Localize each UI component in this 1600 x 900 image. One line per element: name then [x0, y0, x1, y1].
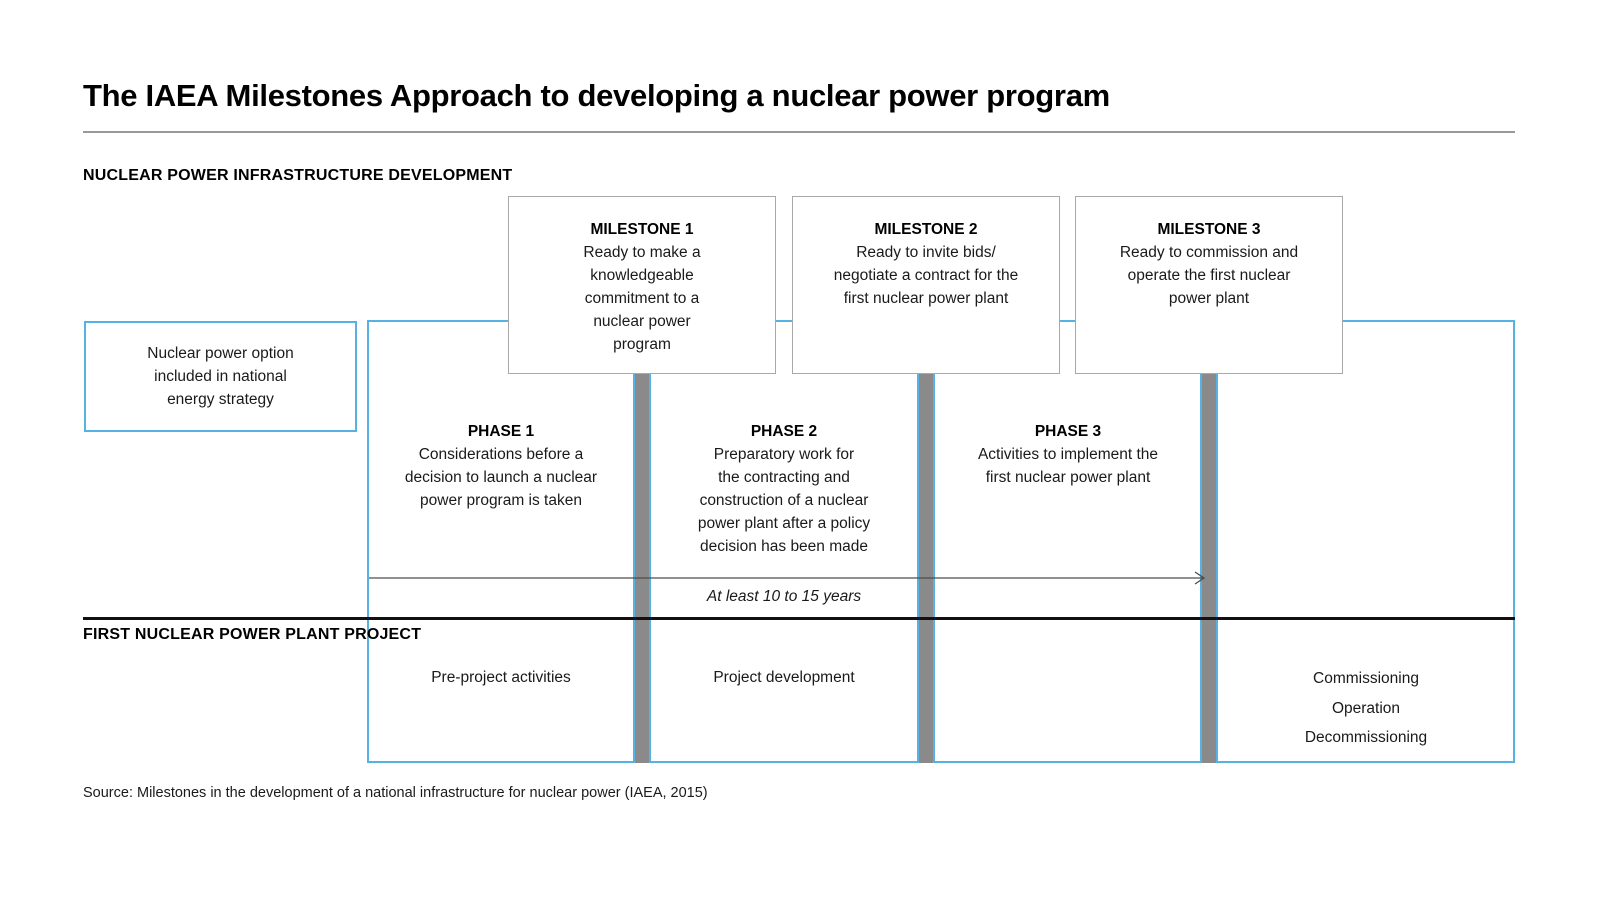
milestone-2-box: MILESTONE 2 Ready to invite bids/ negoti… [792, 196, 1060, 374]
milestone-3-connector-bar [1200, 374, 1218, 763]
phase-2-title: PHASE 2 [750, 423, 818, 440]
timeline-duration-label: At least 10 to 15 years [706, 588, 862, 605]
section-divider-line [83, 617, 1515, 620]
milestone-2-description: Ready to invite bids/ negotiate a contra… [833, 244, 1019, 307]
source-note: Source: Milestones in the development of… [83, 785, 708, 801]
phase-1-description: Considerations before a decision to laun… [404, 446, 598, 509]
milestone-1-title: MILESTONE 1 [590, 221, 694, 238]
project-section-label: FIRST NUCLEAR POWER PLANT PROJECT [83, 626, 422, 643]
milestone-2-connector-bar [917, 374, 935, 763]
milestone-3-title: MILESTONE 3 [1157, 221, 1261, 238]
phase-3-description: Activities to implement the first nuclea… [977, 446, 1159, 486]
phase-2-block: PHASE 2 Preparatory work for the contrac… [643, 420, 925, 558]
page-title: The IAEA Milestones Approach to developi… [83, 78, 1110, 113]
phase-3-title: PHASE 3 [1034, 423, 1102, 440]
milestone-3-box: MILESTONE 3 Ready to commission and oper… [1075, 196, 1343, 374]
milestone-1-box: MILESTONE 1 Ready to make a knowledgeabl… [508, 196, 776, 374]
milestone-1-connector-bar [633, 374, 651, 763]
phase-3-block: PHASE 3 Activities to implement the firs… [927, 420, 1209, 489]
commissioning-operation-decommissioning-labels: Commissioning Operation Decommissioning [1304, 670, 1428, 746]
phase-1-block: PHASE 1 Considerations before a decision… [360, 420, 642, 512]
phase-2-description: Preparatory work for the contracting and… [697, 446, 871, 555]
timeline-arrow [369, 571, 1206, 585]
strategy-box-text: Nuclear power option included in nationa… [147, 345, 294, 408]
infrastructure-section-label: NUCLEAR POWER INFRASTRUCTURE DEVELOPMENT [83, 167, 513, 184]
strategy-box: Nuclear power option included in nationa… [84, 321, 357, 432]
title-divider-rule [83, 131, 1515, 133]
milestone-1-description: Ready to make a knowledgeable commitment… [583, 244, 701, 353]
pre-project-activities-label: Pre-project activities [431, 669, 571, 686]
milestone-2-title: MILESTONE 2 [874, 221, 978, 238]
phase-1-title: PHASE 1 [467, 423, 535, 440]
milestone-3-description: Ready to commission and operate the firs… [1119, 244, 1299, 307]
project-development-label: Project development [713, 669, 855, 686]
